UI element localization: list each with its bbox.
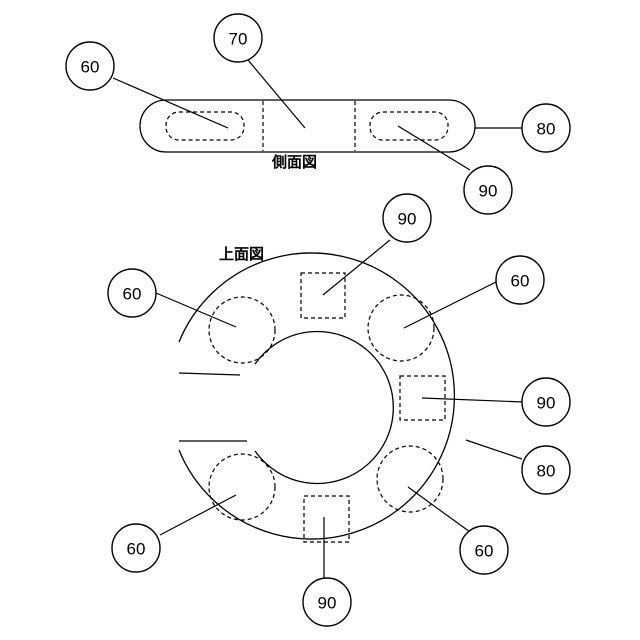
leader-side-70	[248, 60, 305, 128]
tag-top-90-upper: 90	[383, 194, 431, 242]
svg-text:60: 60	[475, 542, 494, 561]
side-view-element-60	[166, 112, 244, 140]
side-view-label: 側面図	[271, 153, 317, 171]
tag-top-60-lower-right: 60	[460, 526, 508, 574]
top-view-inner-ring	[255, 332, 393, 484]
side-view-body	[140, 100, 475, 152]
leader-side-90	[398, 126, 470, 170]
tag-top-90-right: 90	[522, 378, 570, 426]
top-view-opening-edge-upper	[179, 373, 240, 375]
tag-top-60-upper-left: 60	[108, 269, 156, 317]
top-view-outer-ring	[179, 253, 454, 539]
svg-text:90: 90	[537, 394, 556, 413]
top-view-label: 上面図	[219, 245, 264, 263]
tag-top-90-bottom: 90	[303, 578, 351, 626]
leader-top-60-upper-left	[156, 293, 236, 327]
tag-side-70: 70	[214, 14, 262, 62]
top-view-element-90-upper	[301, 273, 345, 318]
reference-tags: 60 70 80 90 90 60 60 90	[66, 14, 570, 626]
svg-text:60: 60	[127, 540, 146, 559]
leader-top-90-right	[422, 398, 523, 402]
svg-text:60: 60	[81, 58, 100, 77]
side-view-element-90	[370, 112, 448, 140]
leader-top-60-upper-right	[404, 280, 500, 328]
tag-top-60-lower-left: 60	[112, 524, 160, 572]
tag-side-60: 60	[66, 42, 114, 90]
top-view: 上面図	[156, 240, 523, 580]
side-view: 側面図	[113, 60, 522, 171]
top-view-element-60-lower-left	[209, 454, 275, 520]
tag-side-90: 90	[464, 166, 512, 214]
svg-text:70: 70	[229, 30, 248, 49]
tag-top-80: 80	[522, 446, 570, 494]
svg-text:90: 90	[398, 210, 417, 229]
svg-text:80: 80	[537, 120, 556, 139]
leader-top-90-upper	[323, 240, 390, 295]
tag-top-60-upper-right: 60	[496, 256, 544, 304]
tag-side-80: 80	[522, 104, 570, 152]
svg-text:90: 90	[479, 182, 498, 201]
svg-text:80: 80	[537, 462, 556, 481]
svg-text:60: 60	[123, 285, 142, 304]
top-view-element-60-lower-right	[377, 446, 443, 512]
leader-side-60	[113, 78, 228, 128]
leader-top-80	[466, 440, 522, 459]
svg-text:60: 60	[511, 272, 530, 291]
svg-text:90: 90	[318, 594, 337, 613]
top-view-element-60-upper-right	[368, 295, 434, 361]
